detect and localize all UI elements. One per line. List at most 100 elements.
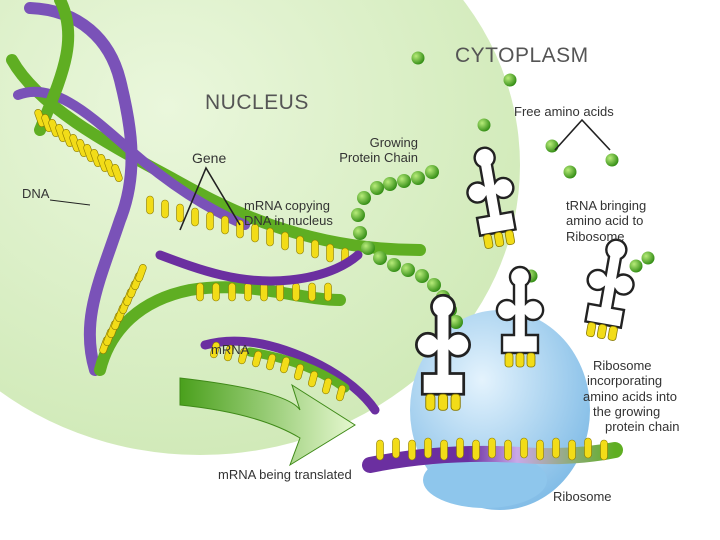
band-base (552, 437, 560, 459)
dna-base (206, 211, 214, 231)
dna-base (176, 203, 184, 223)
dna-base (276, 282, 284, 302)
free-amino-bead (629, 259, 643, 273)
dna-base (146, 195, 154, 215)
dna-base (161, 199, 169, 219)
band-base (408, 439, 416, 461)
trna-line-1: tRNA bringing (566, 198, 647, 213)
chain-amino-bead (361, 241, 375, 255)
dna-base (308, 282, 316, 302)
dna-pointer (49, 199, 91, 206)
free-amino-bead (477, 118, 491, 132)
mrna-copying-line-1: mRNA copying (244, 198, 330, 213)
trna-anticodon (493, 231, 505, 247)
free-amino-bead (503, 73, 517, 87)
trna-body (466, 146, 517, 238)
mrna-base (266, 353, 276, 371)
mrna-copying-line-2: DNA in nucleus (244, 213, 333, 229)
dna-base (311, 239, 319, 259)
mrna-base (238, 347, 248, 365)
mrna-bases (210, 341, 346, 402)
trna-line-2: amino acid to (566, 213, 644, 229)
ribo-inc-line-3: amino acids into (583, 388, 677, 404)
mrna-translated-label: mRNA being translated (218, 467, 352, 482)
trna-body (584, 238, 635, 330)
mrna-base (280, 356, 290, 374)
dna-base (236, 219, 244, 239)
mrna-label: mRNA (211, 342, 250, 357)
mrna-base (322, 377, 332, 395)
band-base (600, 439, 608, 461)
trna-anticodon (425, 393, 436, 411)
cytoplasm-label: CYTOPLASM (455, 44, 589, 67)
chain-amino-bead (411, 171, 425, 185)
gene-bracket (179, 166, 241, 231)
amino-acid-beads (351, 51, 655, 329)
trna-anticodon (504, 352, 514, 368)
ribosome-label: Ribosome (553, 489, 612, 504)
mrna-base (252, 350, 262, 368)
mrna-base (294, 363, 304, 381)
trna-anticodon (607, 325, 618, 341)
band-base (456, 437, 464, 459)
ribo-inc-line-2: incorporating (587, 373, 663, 389)
dna-base (135, 264, 147, 282)
band-base (472, 439, 480, 461)
trna-anticodon (483, 233, 494, 249)
chain-amino-bead (415, 269, 429, 283)
mrna-segment (200, 336, 380, 415)
growing-chain-line-1: Growing (369, 135, 418, 150)
dna-base (111, 164, 123, 182)
trna-body (415, 294, 471, 396)
ribosome-lower (423, 452, 547, 508)
ribo-inc-line-1: Ribosome (593, 358, 652, 373)
mrna-base (224, 344, 234, 362)
ribosome-incorporating-label: Ribosome incorporating amino acids into … (583, 358, 679, 435)
mrna-base (336, 384, 346, 402)
mrna-base (210, 341, 220, 359)
dna-base (191, 207, 199, 227)
chain-amino-bead (383, 177, 397, 191)
dna-base (324, 282, 332, 302)
dna-base (196, 282, 204, 302)
trna-anticodon (437, 393, 449, 411)
band-base (504, 439, 512, 461)
dna-base (221, 215, 229, 235)
band-base (536, 439, 544, 461)
growing-chain-label: Growing Protein Chain (315, 135, 418, 166)
chain-amino-bead (373, 251, 387, 265)
chain-amino-bead (357, 191, 371, 205)
dna-base (244, 282, 252, 302)
free-amino-bead (411, 51, 425, 65)
mrna-copying-strand (155, 250, 363, 286)
chain-amino-bead (401, 263, 415, 277)
band-base (584, 437, 592, 459)
trna-molecules (415, 146, 635, 411)
chain-amino-bead (353, 226, 367, 240)
dna-base (326, 243, 334, 263)
chain-amino-bead (370, 181, 384, 195)
mrna-copying-label: mRNA copying DNA in nucleus (244, 198, 333, 229)
band-base (376, 439, 384, 461)
dna-bases (34, 109, 349, 354)
band-base (440, 439, 448, 461)
free-amino-bead (641, 251, 655, 265)
trna-molecule (466, 146, 517, 249)
dna-base (212, 282, 220, 302)
trna-anticodon (504, 230, 515, 246)
free-amino-label: Free amino acids (514, 104, 614, 119)
trna-anticodon (450, 393, 461, 411)
trna-anticodon (515, 352, 525, 368)
translated-bases (376, 437, 608, 461)
trna-body (495, 265, 545, 355)
chain-amino-bead (427, 278, 441, 292)
band-base (424, 437, 432, 459)
ribo-inc-line-4: the growing (593, 403, 661, 419)
trna-molecule (495, 265, 545, 368)
trna-anticodon (586, 322, 597, 338)
band-base (568, 439, 576, 461)
trna-molecule (584, 238, 635, 341)
free-amino-bracket (554, 118, 611, 151)
trna-anticodon (596, 323, 608, 339)
